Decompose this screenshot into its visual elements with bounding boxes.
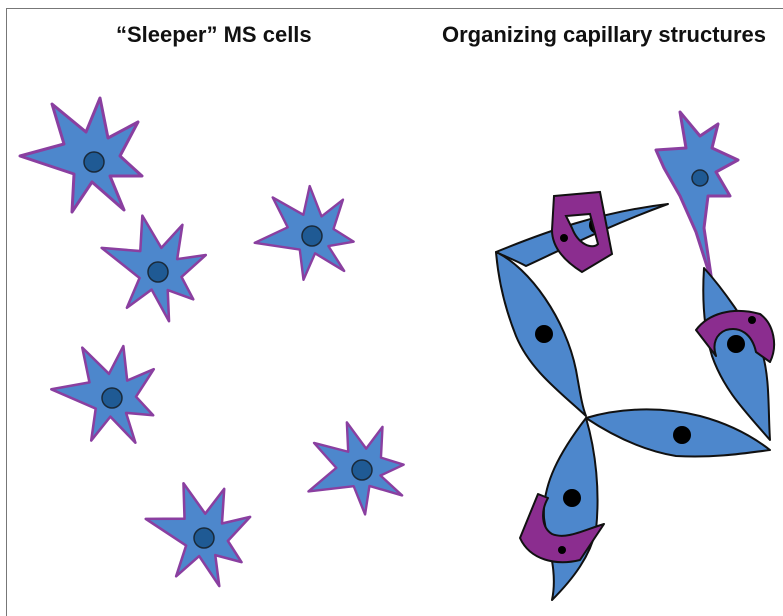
star-cell-nucleus (692, 170, 708, 186)
sleeper-cell-body (20, 98, 142, 212)
sleeper-cell-nucleus (148, 262, 168, 282)
pericyte-nucleus (560, 234, 568, 242)
endothelial-nucleus (535, 325, 553, 343)
pericyte-nucleus (558, 546, 566, 554)
sleeper-cell-nucleus (194, 528, 214, 548)
endothelial-nucleus (727, 335, 745, 353)
sleeper-cell (133, 471, 258, 591)
capillary-structure-group (496, 112, 774, 600)
sleeper-cells-group (20, 98, 416, 592)
pericyte-nucleus (748, 316, 756, 324)
sleeper-cell-nucleus (84, 152, 104, 172)
sleeper-cell-nucleus (352, 460, 372, 480)
sleeper-cell (47, 340, 159, 446)
sleeper-cell (289, 408, 416, 532)
sleeper-cell-nucleus (302, 226, 322, 246)
sleeper-cell (247, 180, 359, 287)
endothelial-cell (544, 418, 598, 600)
sleeper-cell (85, 202, 216, 329)
sleeper-cell-nucleus (102, 388, 122, 408)
star-endothelial-cell (656, 112, 738, 282)
endothelial-nucleus (563, 489, 581, 507)
endothelial-nucleus (673, 426, 691, 444)
sleeper-cell (20, 98, 142, 212)
